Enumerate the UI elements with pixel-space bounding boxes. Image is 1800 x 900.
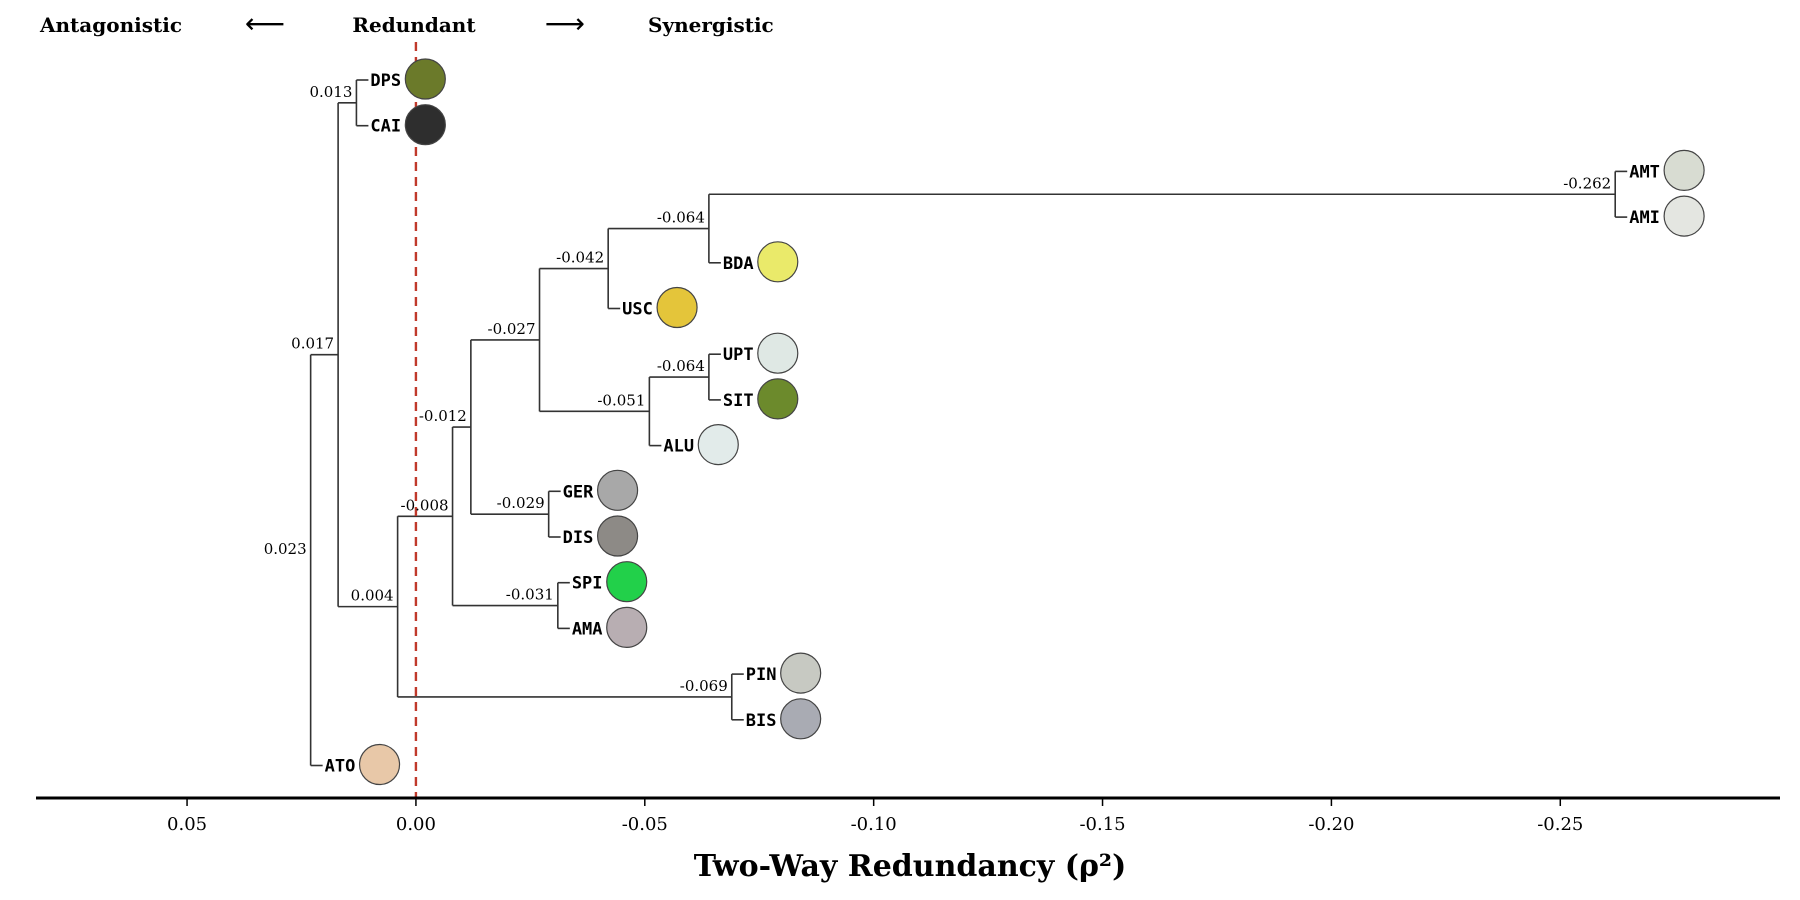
node-value-label: -0.027 — [488, 320, 536, 338]
x-tick-label: -0.10 — [851, 814, 897, 835]
leaf-thumbnail-image — [596, 469, 639, 511]
x-tick-label: -0.15 — [1079, 814, 1125, 835]
x-tick-label: 0.05 — [167, 814, 207, 835]
x-tick-label: -0.25 — [1537, 814, 1583, 835]
node-value-label: 0.004 — [351, 587, 394, 605]
node-value-label: -0.051 — [597, 391, 645, 409]
dendrogram-branches — [309, 79, 1628, 767]
node-value-label: -0.042 — [556, 249, 604, 267]
x-axis-title: Two-Way Redundancy (ρ²) — [694, 849, 1127, 884]
leaf-usc: USC — [622, 286, 698, 329]
node-value-label: 0.017 — [291, 335, 334, 353]
leaf-cai: CAI — [370, 104, 446, 146]
leaf-ger: GER — [563, 469, 639, 511]
leaf-label: USC — [622, 300, 653, 320]
leaf-label: SIT — [723, 391, 754, 411]
header-redundant: Redundant — [352, 13, 476, 37]
leaf-thumbnail-image — [757, 241, 799, 283]
node-value-label: -0.262 — [1563, 174, 1611, 192]
node-value-labels: 0.013 -0.262 -0.064 -0.042 -0.064 -0.051 -0.02… — [264, 83, 1612, 695]
node-value-label: -0.012 — [419, 407, 467, 425]
leaf-label: ALU — [663, 437, 694, 457]
leaf-label: BDA — [723, 254, 754, 274]
leaf-sit: SIT — [723, 378, 799, 420]
node-value-label: -0.064 — [657, 209, 705, 227]
leaf-amt: AMT — [1629, 149, 1705, 191]
x-tick-label: 0.00 — [396, 814, 436, 835]
leaf-ato: ATO — [325, 743, 401, 786]
leaf-pin: PIN — [746, 652, 822, 694]
leaf-thumbnail-image — [358, 743, 401, 786]
leaf-label: AMT — [1629, 162, 1660, 182]
leaf-spi: SPI — [572, 561, 648, 603]
node-value-label: -0.064 — [657, 357, 705, 375]
node-value-label: -0.031 — [506, 586, 554, 604]
leaf-label: BIS — [746, 711, 777, 731]
node-value-label: 0.023 — [264, 540, 307, 558]
leaf-thumbnail-image — [404, 104, 446, 146]
leaf-label: ATO — [325, 757, 356, 777]
header-synergistic: Synergistic — [648, 13, 774, 37]
leaf-upt: UPT — [723, 332, 799, 374]
node-value-label: 0.013 — [309, 83, 352, 101]
leaf-thumbnail-image — [757, 332, 799, 374]
left-arrow-icon: ⟵ — [245, 7, 285, 40]
x-tick-label: -0.20 — [1308, 814, 1354, 835]
leaf-label: DIS — [563, 528, 594, 548]
leaf-thumbnail-image — [404, 58, 446, 100]
x-axis: 0.05 0.00 -0.05 -0.10 -0.15 -0.20 -0.25 — [36, 796, 1780, 835]
node-value-label: -0.069 — [680, 677, 728, 695]
leaf-dps: DPS — [370, 58, 446, 100]
leaf-thumbnail-image — [606, 606, 648, 649]
right-arrow-icon: ⟶ — [545, 7, 585, 40]
leaf-alu: ALU — [663, 424, 739, 466]
leaf-bda: BDA — [723, 241, 799, 283]
leaf-dis: DIS — [563, 515, 639, 557]
leaf-thumbnail-image — [757, 378, 799, 420]
leaf-thumbnail-image — [656, 286, 698, 329]
chart-header: Antagonistic ⟵ Redundant ⟶ Synergistic — [39, 7, 774, 40]
leaf-label: UPT — [723, 345, 754, 365]
leaf-label: GER — [563, 482, 594, 502]
node-value-label: -0.029 — [497, 494, 545, 512]
leaf-thumbnail-image — [1663, 149, 1705, 191]
leaf-label: SPI — [572, 574, 603, 594]
dendrogram-leaves: DPS CAI AMT AMI BDA USC UPT SIT ALU GER DIS SPI AMA P… — [325, 58, 1705, 786]
leaf-label: DPS — [370, 71, 401, 91]
x-tick-label: -0.05 — [622, 814, 668, 835]
leaf-thumbnail-image — [780, 698, 822, 740]
leaf-label: AMA — [572, 619, 603, 639]
leaf-bis: BIS — [746, 698, 822, 740]
node-value-label: -0.008 — [401, 496, 449, 514]
leaf-thumbnail-image — [697, 424, 739, 466]
leaf-label: PIN — [746, 665, 777, 685]
leaf-label: AMI — [1629, 208, 1660, 228]
leaf-thumbnail-image — [1663, 195, 1705, 237]
leaf-label: CAI — [370, 117, 401, 137]
leaf-thumbnail-image — [596, 515, 639, 557]
leaf-ami: AMI — [1629, 195, 1705, 237]
leaf-thumbnail-image — [606, 561, 648, 603]
header-antagonistic: Antagonistic — [39, 13, 182, 37]
leaf-thumbnail-image — [780, 652, 822, 694]
leaf-ama: AMA — [572, 606, 648, 649]
